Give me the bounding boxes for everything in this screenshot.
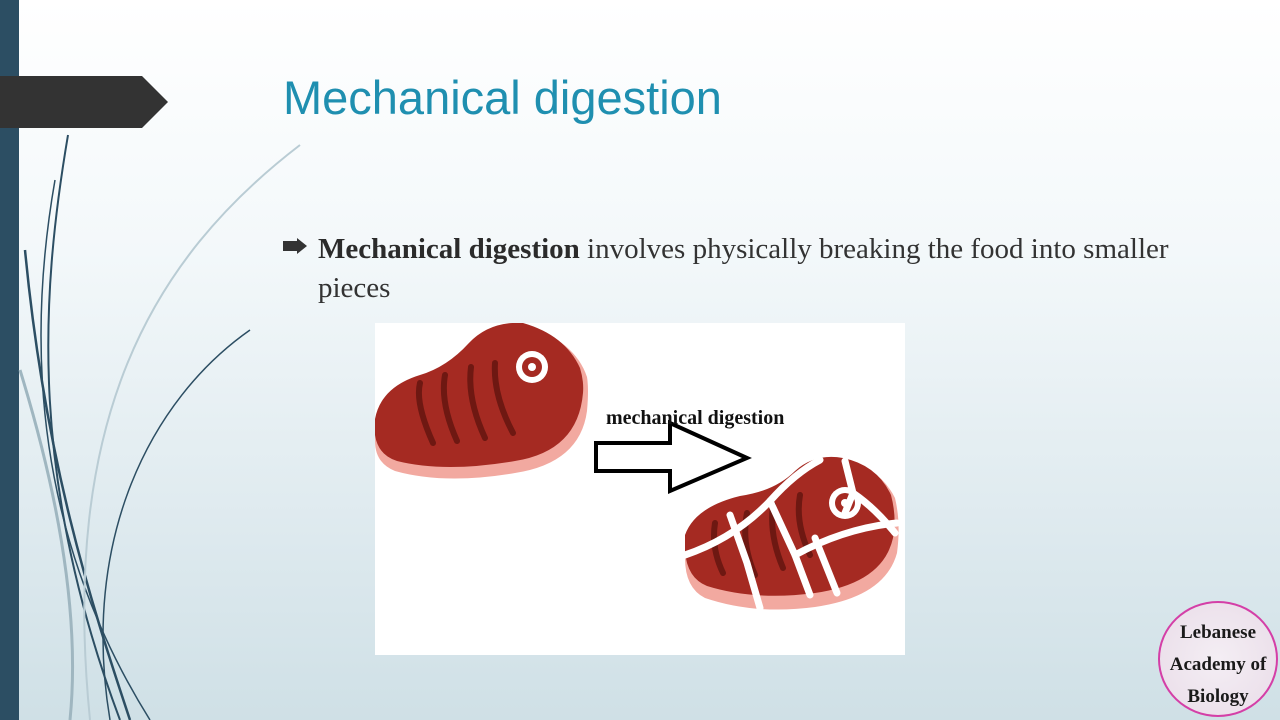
slide-title: Mechanical digestion: [283, 71, 722, 124]
left-accent-bar: [0, 0, 19, 720]
bullet-text: Mechanical digestion involves physically…: [318, 230, 1183, 308]
logo-line-2: Academy of: [1169, 654, 1267, 675]
figure-label: mechanical digestion: [606, 407, 785, 429]
arrow-bullet-icon: [283, 238, 307, 254]
whole-steak-icon: [375, 323, 588, 479]
logo-line-3: Biology: [1187, 686, 1249, 707]
logo-text: Lebanese Academy of Biology: [1160, 617, 1276, 713]
bullet-item: Mechanical digestion involves physically…: [283, 230, 1183, 308]
digestion-figure: mechanical digestion: [375, 323, 905, 655]
logo-line-1: Lebanese: [1180, 622, 1256, 643]
bullet-bold-term: Mechanical digestion: [318, 233, 580, 265]
title-marker-arrow: [0, 76, 168, 128]
academy-logo: Lebanese Academy of Biology: [1158, 601, 1278, 717]
arrow-right-icon: [594, 419, 752, 495]
bullet-rest-text: involves physically breaking the food in…: [318, 233, 1169, 304]
decorative-lines: [18, 134, 301, 720]
cut-steak-icon: [681, 456, 901, 612]
